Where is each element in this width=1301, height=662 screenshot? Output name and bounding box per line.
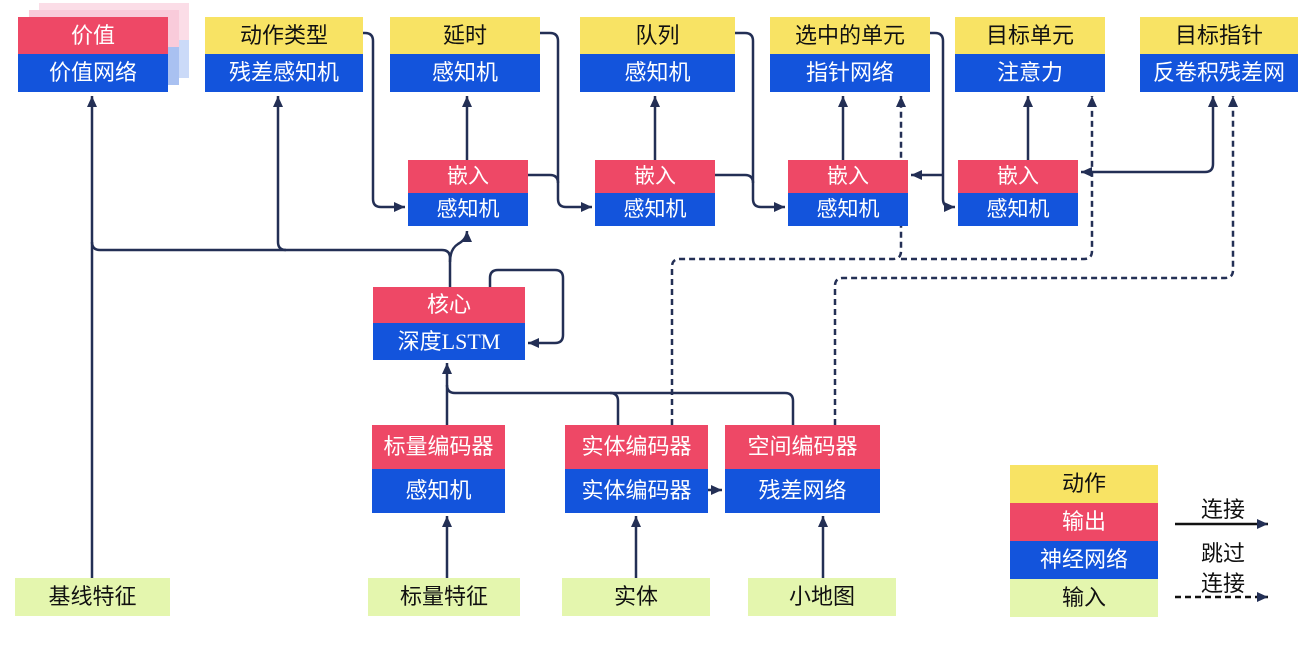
legend-skip-label-line1: 跳过 [1200, 541, 1245, 566]
node-target-unit-subtitle: 注意力 [955, 54, 1105, 92]
legend-output: 输出 [1010, 503, 1158, 541]
node-selected-units-subtitle: 指针网络 [770, 54, 930, 92]
node-action-type-subtitle: 残差感知机 [205, 54, 363, 92]
wire-entity-encoder-bus [609, 391, 620, 425]
skip-spatial-to-target-pointer [833, 96, 1238, 425]
node-embed-2-title: 嵌入 [595, 160, 715, 193]
node-baseline-features-label: 基线特征 [15, 578, 170, 616]
node-embed-4-title: 嵌入 [958, 160, 1078, 193]
node-queue-title: 队列 [580, 17, 735, 54]
node-entities: 实体 [562, 578, 710, 616]
node-target-pointer-title: 目标指针 [1140, 17, 1298, 54]
node-spatial-encoder-subtitle: 残差网络 [725, 469, 880, 513]
wire-core-bus-left [90, 241, 452, 290]
node-baseline-features: 基线特征 [15, 578, 170, 616]
legend-input: 输入 [1010, 579, 1158, 617]
node-action-type: 动作类型 残差感知机 [205, 17, 363, 92]
node-scalar-encoder-title: 标量编码器 [372, 425, 505, 469]
wire-bus-to-action-type [273, 96, 287, 252]
node-minimap: 小地图 [748, 578, 896, 616]
node-scalar-features: 标量特征 [368, 578, 520, 616]
node-selected-units: 选中的单元 指针网络 [770, 17, 930, 92]
node-value-title: 价值 [18, 17, 168, 54]
wire-embed1-out [528, 173, 560, 184]
node-target-unit-title: 目标单元 [955, 17, 1105, 54]
node-entities-label: 实体 [562, 578, 710, 616]
legend-action: 动作 [1010, 465, 1158, 503]
wire-embed4-to-target-pointer [1081, 96, 1218, 177]
node-delay-subtitle: 感知机 [390, 54, 540, 92]
node-embed-3-subtitle: 感知机 [788, 193, 908, 226]
node-embed-1: 嵌入 感知机 [408, 160, 528, 226]
wire-action-type-to-embed1 [363, 31, 405, 212]
node-queue: 队列 感知机 [580, 17, 735, 92]
node-embed-4-subtitle: 感知机 [958, 193, 1078, 226]
node-spatial-encoder-title: 空间编码器 [725, 425, 880, 469]
skip-entity-to-target-unit [901, 96, 1097, 261]
node-action-type-title: 动作类型 [205, 17, 363, 54]
wire-queue-to-embed3 [735, 31, 785, 212]
node-core-title: 核心 [373, 287, 525, 323]
node-embed-2-subtitle: 感知机 [595, 193, 715, 226]
node-embed-1-subtitle: 感知机 [408, 193, 528, 226]
node-core: 核心 深度LSTM [373, 287, 525, 360]
node-embed-1-title: 嵌入 [408, 160, 528, 193]
node-scalar-encoder-subtitle: 感知机 [372, 469, 505, 513]
node-embed-3-title: 嵌入 [788, 160, 908, 193]
wire-core-self-loop [488, 268, 565, 348]
node-selected-units-title: 选中的单元 [770, 17, 930, 54]
node-entity-encoder: 实体编码器 实体编码器 [565, 425, 708, 513]
node-entity-encoder-title: 实体编码器 [565, 425, 708, 469]
node-queue-subtitle: 感知机 [580, 54, 735, 92]
legend-skip-label-line2: 连接 [1200, 571, 1245, 596]
node-core-subtitle: 深度LSTM [373, 323, 525, 360]
node-value: 价值 价值网络 [18, 17, 168, 92]
node-target-pointer-subtitle: 反卷积残差网 [1140, 54, 1298, 92]
wire-core-to-embed1 [448, 230, 472, 263]
node-embed-4: 嵌入 感知机 [958, 160, 1078, 226]
legend-neural-network: 神经网络 [1010, 541, 1158, 579]
legend-color-key: 动作 输出 神经网络 输入 [1010, 465, 1158, 617]
node-delay-title: 延时 [390, 17, 540, 54]
node-minimap-label: 小地图 [748, 578, 896, 616]
node-delay: 延时 感知机 [390, 17, 540, 92]
node-scalar-encoder: 标量编码器 感知机 [372, 425, 505, 513]
skip-entity-to-selected [670, 96, 906, 425]
node-scalar-features-label: 标量特征 [368, 578, 520, 616]
node-embed-2: 嵌入 感知机 [595, 160, 715, 226]
node-spatial-encoder: 空间编码器 残差网络 [725, 425, 880, 513]
wire-spatial-encoder-bus [445, 384, 795, 425]
node-value-subtitle: 价值网络 [18, 54, 168, 92]
node-entity-encoder-subtitle: 实体编码器 [565, 469, 708, 513]
node-target-unit: 目标单元 注意力 [955, 17, 1105, 92]
node-embed-3: 嵌入 感知机 [788, 160, 908, 226]
wire-selected-to-embed4 [930, 31, 955, 212]
legend-connection-label: 连接 [1200, 497, 1245, 522]
node-target-pointer: 目标指针 反卷积残差网 [1140, 17, 1298, 92]
wire-delay-to-embed2 [540, 31, 592, 212]
wire-embed2-out [715, 173, 755, 184]
